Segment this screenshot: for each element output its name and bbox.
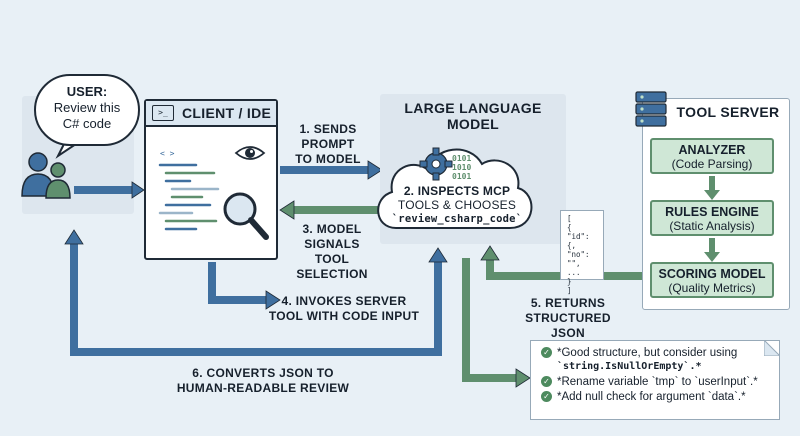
step-label-line: STRUCTURED JSON	[525, 311, 611, 340]
json-line: ]	[567, 286, 572, 295]
eye-icon	[234, 146, 266, 160]
magnifier-icon	[223, 192, 269, 240]
user-message-line: Review this	[53, 100, 121, 115]
llm-cloud	[377, 147, 533, 229]
binary-line: 0101	[452, 172, 472, 181]
json-line: [	[567, 214, 572, 223]
review-item: ✓ *Rename variable `tmp` to `userInput`.…	[541, 375, 773, 389]
llm-title: LARGE LANGUAGE MODEL	[404, 100, 542, 132]
code-lines	[158, 163, 220, 231]
llm-step-tool-name: `review_csharp_code`	[391, 213, 523, 225]
review-item: ✓ *Add null check for argument `data`.*	[541, 390, 773, 404]
json-document: [ { "id": {, "no": "", ... } ]	[560, 210, 604, 295]
step-label-line: 5. RETURNS	[530, 296, 606, 310]
step-3-label: 3. MODEL SIGNALS TOOL SELECTION	[280, 222, 384, 282]
user-message-line: C# code	[62, 116, 112, 131]
json-line: ...	[567, 268, 581, 277]
tool-flow-arrows	[704, 176, 720, 262]
tool-server-title: TOOL SERVER	[676, 104, 780, 120]
step-label-line: 6. CONVERTS JSON TO	[192, 366, 334, 380]
llm-step-2: 2. INSPECTS MCP TOOLS & CHOOSES `review_…	[382, 184, 532, 226]
check-icon: ✓	[541, 347, 552, 358]
step-label-line: SIGNALS	[304, 237, 360, 251]
llm-step-line: TOOLS & CHOOSES	[397, 198, 517, 212]
client-ide-window: >_ CLIENT / IDE < >	[144, 99, 278, 260]
code-brackets-icon: < >	[160, 149, 175, 158]
review-item-text: *Good structure, but consider using	[557, 347, 738, 359]
analyzer-box: ANALYZER (Code Parsing)	[650, 138, 774, 174]
user-icon	[21, 152, 71, 199]
terminal-icon: >_	[152, 105, 174, 121]
step-5-label: 5. RETURNS STRUCTURED JSON	[508, 296, 628, 341]
binary-icon: 0101 1010 0101	[452, 154, 482, 181]
arrow-to-review	[462, 258, 520, 382]
user-speech-bubble: USER: Review this C# code	[34, 74, 140, 146]
step-label-line: 1. SENDS	[299, 122, 357, 136]
check-icon: ✓	[541, 376, 552, 387]
analyzer-subtitle: (Code Parsing)	[671, 157, 753, 171]
step-label-line: TO MODEL	[295, 152, 361, 166]
json-line: "no": "",	[567, 250, 590, 268]
client-titlebar: >_ CLIENT / IDE	[146, 101, 276, 127]
analyzer-title: ANALYZER	[678, 143, 746, 157]
step-label-line: 3. MODEL	[302, 222, 362, 236]
json-line: "id": {,	[567, 232, 590, 250]
gear-icon	[419, 147, 453, 181]
arrow-step-4	[208, 262, 270, 304]
user-label: USER:	[66, 84, 108, 99]
arrow-step-6	[70, 240, 442, 356]
binary-line: 0101	[452, 154, 472, 163]
step-label-line: TOOL WITH CODE INPUT	[268, 309, 420, 323]
llm-step-line: 2. INSPECTS MCP	[403, 184, 511, 198]
client-title: CLIENT / IDE	[182, 105, 272, 121]
step-6-label: 6. CONVERTS JSON TO HUMAN-READABLE REVIE…	[168, 366, 358, 396]
review-item: ✓ *Good structure, but consider using `s…	[541, 346, 773, 374]
review-output-note: ✓ *Good structure, but consider using `s…	[530, 340, 780, 420]
scoring-model-title: SCORING MODEL	[658, 267, 766, 281]
review-item-text: *Rename variable `tmp` to `userInput`.*	[557, 376, 758, 388]
check-icon: ✓	[541, 391, 552, 402]
step-1-label: 1. SENDS PROMPT TO MODEL	[288, 122, 368, 167]
rules-engine-subtitle: (Static Analysis)	[669, 219, 755, 233]
step-label-line: HUMAN-READABLE REVIEW	[176, 381, 350, 395]
step-label-line: TOOL SELECTION	[296, 252, 368, 281]
step-label-line: 4. INVOKES SERVER	[281, 294, 407, 308]
scoring-model-subtitle: (Quality Metrics)	[668, 281, 756, 295]
review-item-code: `string.IsNullOrEmpty`.*	[557, 361, 702, 372]
step-4-label: 4. INVOKES SERVER TOOL WITH CODE INPUT	[264, 294, 424, 324]
step-label-line: PROMPT	[301, 137, 355, 151]
json-line: {	[567, 223, 572, 232]
binary-line: 1010	[452, 163, 472, 172]
json-line: }	[567, 277, 572, 286]
rules-engine-box: RULES ENGINE (Static Analysis)	[650, 200, 774, 236]
server-icon	[635, 91, 667, 127]
scoring-model-box: SCORING MODEL (Quality Metrics)	[650, 262, 774, 298]
rules-engine-title: RULES ENGINE	[665, 205, 759, 219]
page-fold	[764, 340, 780, 356]
review-item-text: *Add null check for argument `data`.*	[557, 391, 746, 403]
